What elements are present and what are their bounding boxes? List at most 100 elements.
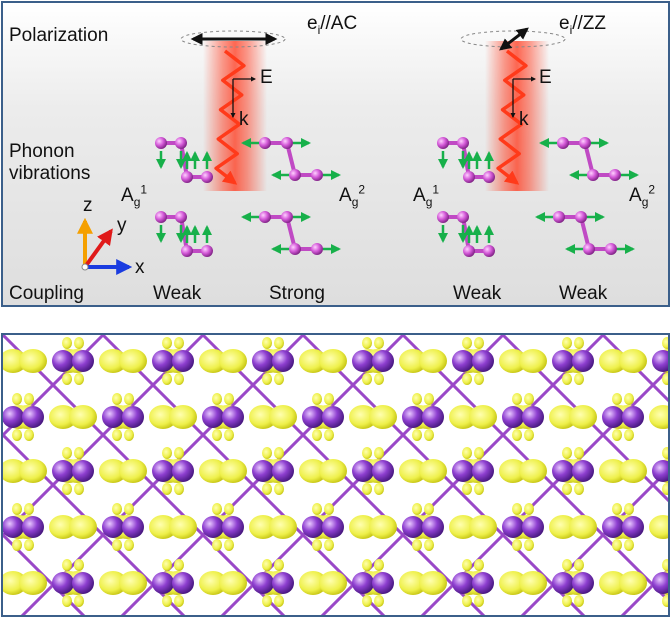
coupling-weak-left: Weak (153, 283, 202, 304)
charge-lobe-small (274, 447, 284, 459)
charge-lobe (649, 515, 668, 539)
lattice-atom (452, 460, 474, 482)
charge-lobe-small (374, 337, 384, 349)
charge-lobe (119, 459, 147, 483)
charge-lobe-small (124, 429, 134, 441)
charge-lobe-small (262, 337, 272, 349)
charge-lobe (649, 405, 668, 429)
lattice-atom (72, 572, 94, 594)
charge-lobe (19, 349, 47, 373)
charge-lobe-small (162, 559, 172, 571)
charge-lobe-small (162, 595, 172, 607)
charge-lobe (369, 515, 397, 539)
charge-lobe-small (262, 559, 272, 571)
charge-lobe-small (74, 337, 84, 349)
field-e-label-left: E (260, 67, 273, 88)
charge-lobe-small (412, 539, 422, 551)
lattice-atom (252, 460, 274, 482)
charge-lobe-small (24, 503, 34, 515)
lattice-atom (352, 350, 374, 372)
charge-lobe-small (474, 595, 484, 607)
lattice-atom (3, 516, 24, 538)
charge-lobe-small (324, 539, 334, 551)
charge-lobe-small (162, 447, 172, 459)
left-light-wave (214, 49, 246, 185)
lattice-atom (152, 460, 174, 482)
axis-origin (81, 263, 89, 271)
lattice-atom (422, 516, 444, 538)
charge-lobe-small (24, 429, 34, 441)
left-ag2-top-atom (311, 169, 323, 181)
raman-polarization-panel: Polarization Phonon vibrations Coupling … (1, 1, 670, 307)
charge-lobe-small (462, 559, 472, 571)
lattice-atom (272, 572, 294, 594)
left-ag1-top-atom (201, 171, 213, 183)
charge-lobe (469, 405, 497, 429)
charge-lobe (149, 405, 177, 429)
charge-lobe-small (124, 393, 134, 405)
right-polarization-ellipse (460, 30, 566, 48)
charge-lobe-small (262, 373, 272, 385)
charge-lobe-small (262, 447, 272, 459)
charge-lobe-small (74, 595, 84, 607)
charge-lobe-small (574, 337, 584, 349)
charge-lobe-small (362, 559, 372, 571)
lattice-atom (652, 350, 668, 372)
charge-lobe-small (474, 337, 484, 349)
charge-lobe (19, 459, 47, 483)
charge-lobe (19, 571, 47, 595)
charge-lobe (349, 515, 377, 539)
charge-lobe-small (362, 373, 372, 385)
charge-lobe-small (224, 503, 234, 515)
charge-lobe-small (12, 539, 22, 551)
lattice-atom (572, 460, 594, 482)
charge-lobe (599, 571, 627, 595)
charge-lobe-small (574, 447, 584, 459)
polarization-ac-label: ei//AC (307, 13, 358, 37)
lattice-atom (652, 460, 668, 482)
lattice-atom (472, 572, 494, 594)
charge-lobe-small (312, 393, 322, 405)
charge-lobe-small (524, 539, 534, 551)
lattice-atom (622, 516, 644, 538)
charge-lobe-small (462, 595, 472, 607)
charge-lobe-small (224, 429, 234, 441)
coupling-label: Coupling (9, 283, 84, 304)
charge-lobe-small (562, 337, 572, 349)
lattice-atom (522, 516, 544, 538)
left-ag1-bottom-atom (201, 245, 213, 257)
charge-lobe-small (524, 429, 534, 441)
lattice-atom (252, 350, 274, 372)
charge-lobe-small (312, 503, 322, 515)
right-ag1-top-atom (457, 137, 469, 149)
charge-lobe (399, 349, 427, 373)
charge-lobe-small (512, 503, 522, 515)
lattice-atom (572, 572, 594, 594)
lattice-atom (422, 406, 444, 428)
lattice-atom (172, 350, 194, 372)
right-ag2-top-atom (587, 169, 599, 181)
left-ag2-bottom-atom (311, 243, 323, 255)
left-ag1-top-atom (155, 137, 167, 149)
lattice-atom (602, 406, 624, 428)
charge-lobe (549, 515, 577, 539)
polarization-label: Polarization (9, 25, 109, 46)
right-laser-beam (485, 41, 549, 191)
charge-lobe-small (362, 595, 372, 607)
charge-lobe-small (12, 429, 22, 441)
charge-lobe (219, 571, 247, 595)
charge-lobe-small (362, 337, 372, 349)
charge-lobe-small (462, 483, 472, 495)
lattice-atom (22, 516, 44, 538)
lattice-atom (302, 406, 324, 428)
charge-lobe (369, 405, 397, 429)
right-ag1-top-atom (463, 171, 475, 183)
lattice-atom (372, 460, 394, 482)
lattice-atom (172, 572, 194, 594)
lattice-atom (352, 572, 374, 594)
left-laser-beam (203, 41, 267, 191)
lattice-atom (452, 572, 474, 594)
lattice-atom (72, 460, 94, 482)
lattice-atom (202, 516, 224, 538)
charge-lobe (669, 515, 670, 539)
